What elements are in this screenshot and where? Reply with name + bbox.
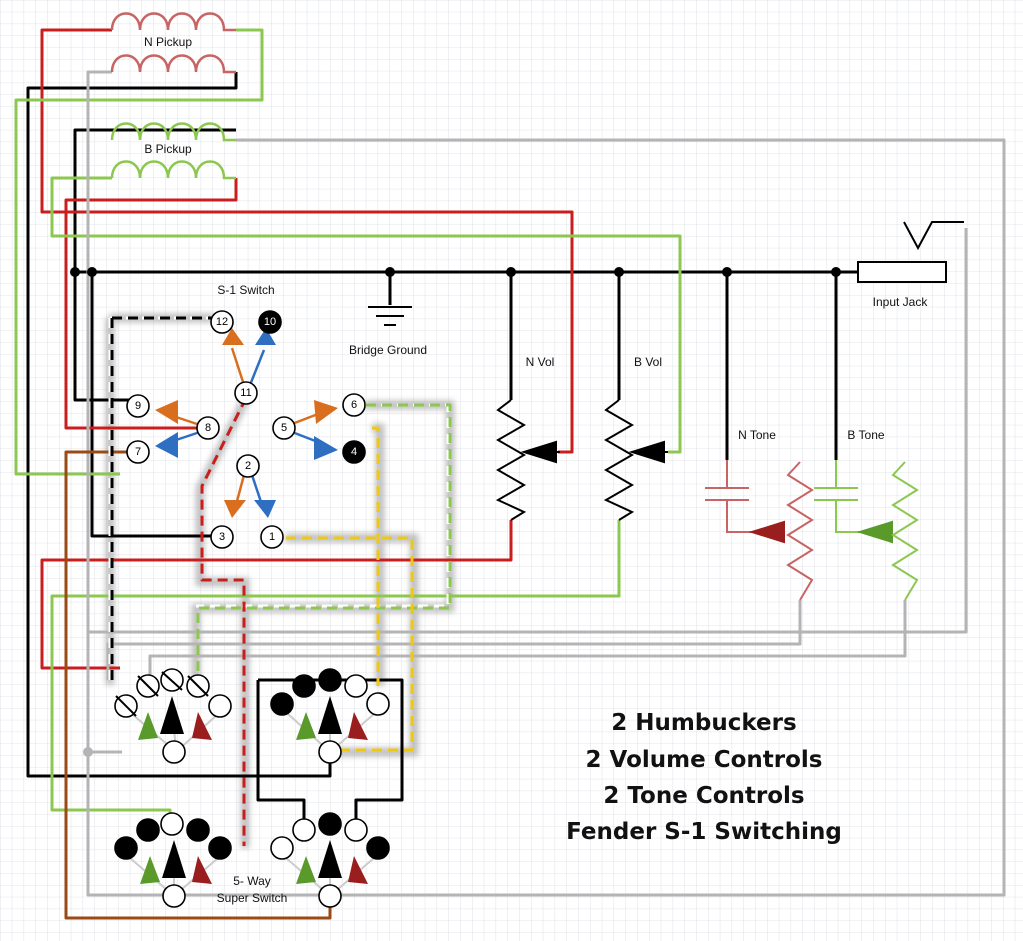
b-pickup-coil-bottom bbox=[110, 160, 236, 180]
s1-terminal-1: 1 bbox=[260, 525, 284, 549]
bridge-ground-label: Bridge Ground bbox=[349, 343, 427, 357]
svg-text:9: 9 bbox=[135, 400, 141, 412]
super-switch-deck-bottom-left bbox=[114, 812, 232, 908]
title-block: 2 Humbuckers 2 Volume Controls 2 Tone Co… bbox=[566, 710, 842, 845]
svg-text:12: 12 bbox=[216, 316, 228, 328]
super-switch-deck-top-left bbox=[114, 668, 232, 764]
title-line-4: Fender S-1 Switching bbox=[566, 819, 842, 845]
n-pickup-coil-bottom bbox=[110, 54, 236, 74]
n-pickup-coil-top bbox=[110, 12, 236, 32]
s1-terminal-9: 9 bbox=[126, 394, 150, 418]
svg-text:7: 7 bbox=[135, 446, 141, 458]
svg-text:2: 2 bbox=[245, 460, 251, 472]
svg-text:3: 3 bbox=[219, 531, 225, 543]
n-pickup-label: N Pickup bbox=[144, 35, 192, 49]
b-pickup-label: B Pickup bbox=[144, 142, 192, 156]
super-switch-label-line2: Super Switch bbox=[217, 891, 288, 905]
s1-terminals: 12 10 11 9 8 7 5 6 4 2 3 1 bbox=[126, 310, 366, 549]
s1-switch-contacts bbox=[155, 328, 338, 518]
s1-terminal-8: 8 bbox=[196, 416, 220, 440]
b-vol-pot bbox=[603, 399, 668, 521]
b-tone-label: B Tone bbox=[847, 428, 884, 442]
n-vol-label: N Vol bbox=[526, 355, 555, 369]
super-switch-deck-bottom-right bbox=[270, 812, 390, 908]
s1-terminal-4: 4 bbox=[342, 440, 366, 464]
svg-text:11: 11 bbox=[240, 387, 251, 399]
bridge-ground-symbol bbox=[368, 306, 412, 326]
s1-terminal-10: 10 bbox=[258, 310, 282, 334]
input-jack bbox=[850, 221, 964, 283]
s1-switch-label: S-1 Switch bbox=[217, 283, 274, 297]
n-pickup bbox=[110, 12, 236, 74]
svg-text:10: 10 bbox=[264, 316, 276, 328]
title-line-2: 2 Volume Controls bbox=[586, 747, 823, 773]
ground-nodes bbox=[70, 267, 841, 757]
s1-terminal-2: 2 bbox=[236, 454, 260, 478]
s1-terminal-3: 3 bbox=[210, 525, 234, 549]
svg-text:1: 1 bbox=[269, 531, 275, 543]
n-tone-pot bbox=[705, 460, 814, 601]
title-line-1: 2 Humbuckers bbox=[611, 710, 796, 736]
super-switch-deck-top-right bbox=[270, 668, 390, 764]
svg-text:6: 6 bbox=[351, 399, 357, 411]
svg-text:4: 4 bbox=[351, 446, 357, 458]
b-vol-label: B Vol bbox=[634, 355, 662, 369]
b-pickup bbox=[110, 122, 236, 180]
b-tone-pot bbox=[814, 460, 919, 601]
svg-text:5: 5 bbox=[281, 422, 287, 434]
n-tone-label: N Tone bbox=[738, 428, 776, 442]
n-vol-pot bbox=[495, 399, 560, 521]
s1-terminal-7: 7 bbox=[126, 440, 150, 464]
svg-text:8: 8 bbox=[205, 422, 211, 434]
input-jack-label: Input Jack bbox=[873, 295, 929, 309]
s1-terminal-6: 6 bbox=[342, 393, 366, 417]
wires bbox=[14, 28, 1006, 920]
super-switch-label-line1: 5- Way bbox=[233, 874, 271, 888]
s1-terminal-11: 11 bbox=[234, 381, 258, 405]
s1-terminal-5: 5 bbox=[272, 416, 296, 440]
s1-terminal-12: 12 bbox=[210, 310, 234, 334]
title-line-3: 2 Tone Controls bbox=[603, 783, 804, 809]
b-pickup-coil-top bbox=[110, 122, 236, 142]
